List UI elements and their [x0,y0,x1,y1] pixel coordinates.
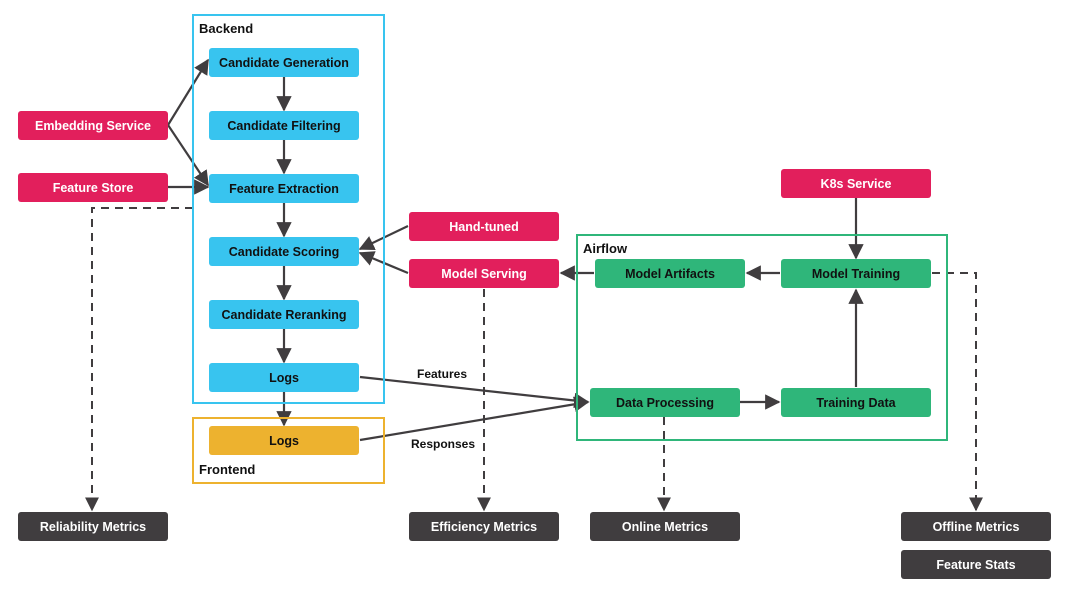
backend-logs-node: Logs [209,363,359,392]
candidate-filtering-node: Candidate Filtering [209,111,359,140]
airflow-group: Airflow [576,234,948,441]
candidate-generation-node: Candidate Generation [209,48,359,77]
reliability-metrics-node: Reliability Metrics [18,512,168,541]
arrow-embedding-to-extraction [167,124,209,187]
arrow-logs-to-processing [359,375,590,409]
candidate-scoring-node: Candidate Scoring [209,237,359,266]
backend-group: Backend [192,14,385,404]
data-processing-node: Data Processing [590,388,740,417]
arrow-frontend-logs-to-processing [359,396,590,442]
arrow-embedding-to-generation [167,58,209,126]
model-training-node: Model Training [781,259,931,288]
model-serving-node: Model Serving [409,259,559,288]
hand-tuned-node: Hand-tuned [409,212,559,241]
backend-label: Backend [199,21,254,36]
model-artifacts-node: Model Artifacts [595,259,745,288]
frontend-group: Frontend [192,417,385,484]
k8s-service-node: K8s Service [781,169,931,198]
online-metrics-node: Online Metrics [590,512,740,541]
frontend-label: Frontend [199,462,256,477]
frontend-logs-node: Logs [209,426,359,455]
responses-edge-label: Responses [411,437,476,451]
feature-extraction-node: Feature Extraction [209,174,359,203]
features-edge-label: Features [417,367,468,381]
feature-stats-node: Feature Stats [901,550,1051,579]
training-data-node: Training Data [781,388,931,417]
dashed-to-reliability [85,207,193,512]
candidate-reranking-node: Candidate Reranking [209,300,359,329]
feature-store-node: Feature Store [18,173,168,202]
embedding-service-node: Embedding Service [18,111,168,140]
airflow-label: Airflow [583,241,628,256]
offline-metrics-node: Offline Metrics [901,512,1051,541]
efficiency-metrics-node: Efficiency Metrics [409,512,559,541]
